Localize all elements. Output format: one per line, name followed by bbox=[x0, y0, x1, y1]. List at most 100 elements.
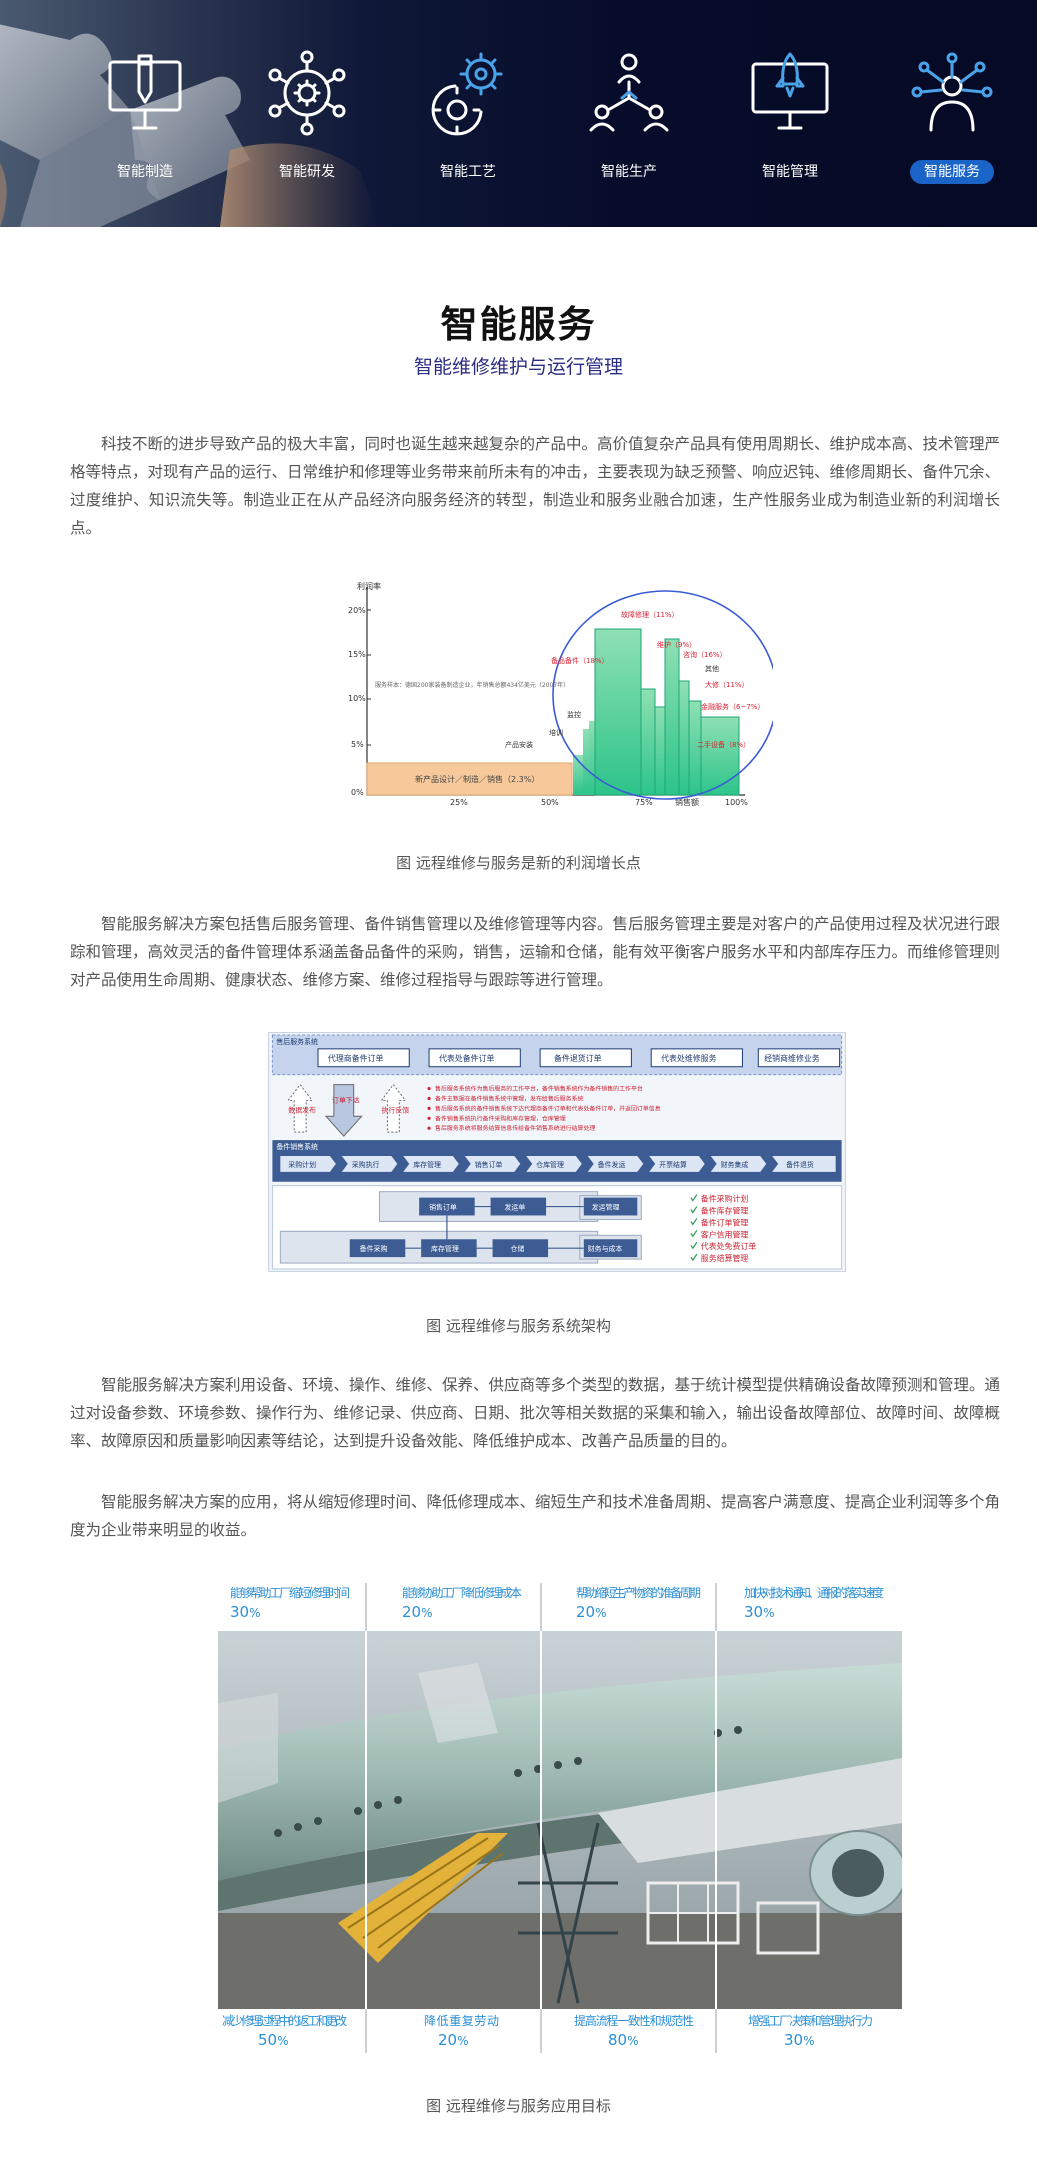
fig1-xtick: 75% bbox=[635, 798, 653, 807]
fig2-arrow-label: 执行反馈 bbox=[381, 1105, 409, 1114]
goal-top-unit: % bbox=[249, 1606, 260, 1620]
fig1-label: 备品备件（18%） bbox=[551, 656, 609, 665]
goal-bottom-num: 80 bbox=[608, 2031, 627, 2049]
fig1-ytick: 10% bbox=[348, 694, 366, 703]
fig2-top-item: 代理商备件订单 bbox=[328, 1053, 384, 1063]
goal-bottom-num: 50 bbox=[258, 2031, 277, 2049]
goal-top-unit: % bbox=[763, 1606, 774, 1620]
fig1-label: 培训 bbox=[549, 728, 563, 737]
fig1-xtick: 100% bbox=[725, 798, 748, 807]
fig1-xlabel: 销售额 bbox=[675, 797, 699, 807]
svg-text:20%: 20% bbox=[576, 1603, 607, 1621]
fig1-label: 金融服务（6~7%） bbox=[701, 702, 764, 711]
fig2-top-item: 经销商维修业务 bbox=[764, 1053, 820, 1063]
goal-top-num: 20 bbox=[402, 1603, 421, 1621]
intro-paragraph: 科技不断的进步导致产品的极大丰富，同时也诞生越来越复杂的产品中。高价值复杂产品具… bbox=[70, 435, 1001, 537]
fig1-xtick: 25% bbox=[450, 798, 468, 807]
nav-label: 智能管理 bbox=[762, 164, 818, 180]
fig2-check: 备件采购计划 bbox=[701, 1194, 749, 1204]
nav-item-intelligent-service[interactable]: 智能服务 bbox=[892, 50, 1012, 200]
fig2-bullet: 售后服务系统将服务结算信息传给备件销售系统进行结算处理 bbox=[435, 1124, 595, 1132]
fig1-note: 服务样本：德国200家装备制造企业，年销售总额434亿美元（2007年） bbox=[375, 681, 569, 689]
svg-text:20%: 20% bbox=[438, 2031, 469, 2049]
fig2-box: 仓储 bbox=[510, 1244, 524, 1253]
banner: 智能制造 智能研发 智能工 bbox=[0, 0, 1037, 227]
svg-text:20%: 20% bbox=[402, 1603, 433, 1621]
fig2-flow-step: 开票结算 bbox=[659, 1160, 687, 1169]
fig1-label: 监控 bbox=[567, 710, 581, 719]
fig2-check: 代表处免费订单 bbox=[701, 1241, 757, 1251]
svg-text:50%: 50% bbox=[258, 2031, 289, 2049]
fig2-flow-step: 采购计划 bbox=[288, 1160, 316, 1169]
fig2-arrow-label: 订单下达 bbox=[332, 1095, 360, 1104]
nav-label: 智能服务 bbox=[910, 160, 994, 184]
goal-bottom-unit: % bbox=[457, 2034, 468, 2048]
figure-caption-2: 图 远程维修与服务系统架构 bbox=[426, 1317, 611, 1335]
fig2-box: 备件采购 bbox=[360, 1244, 388, 1253]
nav-bar: 智能制造 智能研发 智能工 bbox=[0, 0, 1037, 227]
application-goals-figure: 能够帮助工厂缩短修理时间 30% 能够协助工厂降低修理成本 20% 帮助缩短生产… bbox=[218, 1583, 902, 2053]
nav-label: 智能研发 bbox=[279, 164, 335, 180]
fig2-box: 销售订单 bbox=[429, 1203, 457, 1212]
fig2-bullet: 备件主数据在备件销售系统中管理，发布给售后服务系统 bbox=[435, 1094, 584, 1102]
page-title: 智能服务 bbox=[440, 303, 597, 346]
nav-item-intelligent-production[interactable]: 智能生产 bbox=[569, 50, 689, 200]
fig1-label: 产品安装 bbox=[505, 740, 533, 749]
goal-bottom-text: 减少修理过程中的返工和更改 bbox=[222, 2013, 347, 2028]
goal-top-num: 30 bbox=[744, 1603, 763, 1621]
fig1-label: 咨询（16%） bbox=[683, 650, 727, 659]
monitor-pen-icon bbox=[108, 54, 182, 130]
fig1-label: 其他 bbox=[705, 664, 719, 673]
fig1-ytick: 20% bbox=[348, 606, 366, 615]
fig2-box: 财务与成本 bbox=[588, 1244, 623, 1253]
nav-item-intelligent-manufacturing[interactable]: 智能制造 bbox=[85, 50, 205, 200]
fig1-label: 大修（11%） bbox=[705, 680, 749, 689]
gears-icon bbox=[431, 52, 503, 136]
goal-bottom-num: 20 bbox=[438, 2031, 457, 2049]
fig1-ytick: 0% bbox=[351, 788, 364, 797]
goal-top-num: 20 bbox=[576, 1603, 595, 1621]
goal-top-text: 帮助缩短生产物资的准备周期 bbox=[576, 1585, 701, 1600]
fig2-box: 发运管理 bbox=[592, 1203, 620, 1212]
fig1-label: 故障修理（11%） bbox=[621, 610, 679, 619]
fig1-label: 二手设备（8%） bbox=[697, 740, 750, 749]
svg-text:30%: 30% bbox=[784, 2031, 815, 2049]
goal-top-num: 30 bbox=[230, 1603, 249, 1621]
nav-item-intelligent-process[interactable]: 智能工艺 bbox=[408, 50, 528, 200]
fig1-ylabel: 利润率 bbox=[357, 581, 381, 591]
fig2-bullet: 售后服务系统作为售后服务的工作平台，备件销售系统作为备件销售的工作平台 bbox=[435, 1085, 643, 1093]
monitor-rocket-icon bbox=[751, 52, 829, 130]
fig1-ytick: 15% bbox=[348, 650, 366, 659]
goal-bottom-text: 降低重复劳动 bbox=[424, 2014, 499, 2028]
fig1-ytick: 5% bbox=[351, 740, 364, 749]
goal-bottom-unit: % bbox=[627, 2034, 638, 2048]
fig2-top-item: 备件退货订单 bbox=[554, 1053, 602, 1063]
figure-caption-3: 图 远程维修与服务应用目标 bbox=[426, 2097, 611, 2115]
svg-text:30%: 30% bbox=[230, 1603, 261, 1621]
fig2-check: 客户信用管理 bbox=[701, 1229, 749, 1239]
person-network-icon bbox=[911, 52, 993, 132]
fig2-top-item: 代表处备件订单 bbox=[439, 1053, 495, 1063]
fig2-flow-step: 备件退货 bbox=[786, 1160, 814, 1169]
gear-network-icon bbox=[268, 50, 346, 136]
fig2-arrow-label: 数据发布 bbox=[288, 1105, 316, 1114]
fig2-flow-step: 采购执行 bbox=[352, 1160, 380, 1169]
fig2-check: 服务结算管理 bbox=[701, 1253, 749, 1263]
nav-item-intelligent-rd[interactable]: 智能研发 bbox=[247, 50, 367, 200]
goal-top-text: 能够协助工厂降低修理成本 bbox=[402, 1585, 522, 1600]
goal-bottom-unit: % bbox=[803, 2034, 814, 2048]
goal-top-text: 能够帮助工厂缩短修理时间 bbox=[230, 1585, 350, 1600]
goal-bottom-unit: % bbox=[277, 2034, 288, 2048]
fig2-flow-step: 仓库管理 bbox=[536, 1160, 564, 1169]
fig2-check: 备件库存管理 bbox=[701, 1205, 749, 1215]
fig2-top-item: 代表处维修服务 bbox=[661, 1053, 717, 1063]
fig2-bullet: 备件销售系统执行备件采购和库存管理，仓库管理 bbox=[435, 1114, 566, 1122]
fig2-box: 库存管理 bbox=[431, 1244, 459, 1253]
fig1-xtick: 50% bbox=[541, 798, 559, 807]
fig2-top-title: 售后服务系统 bbox=[276, 1037, 318, 1046]
data-paragraph: 智能服务解决方案利用设备、环境、操作、维修、保养、供应商等多个类型的数据，基于统… bbox=[70, 1376, 1001, 1450]
fig2-flow-step: 财务集成 bbox=[721, 1160, 749, 1169]
nav-label: 智能工艺 bbox=[440, 164, 496, 180]
fig2-check: 备件订单管理 bbox=[701, 1217, 749, 1227]
nav-item-intelligent-management[interactable]: 智能管理 bbox=[730, 50, 850, 200]
